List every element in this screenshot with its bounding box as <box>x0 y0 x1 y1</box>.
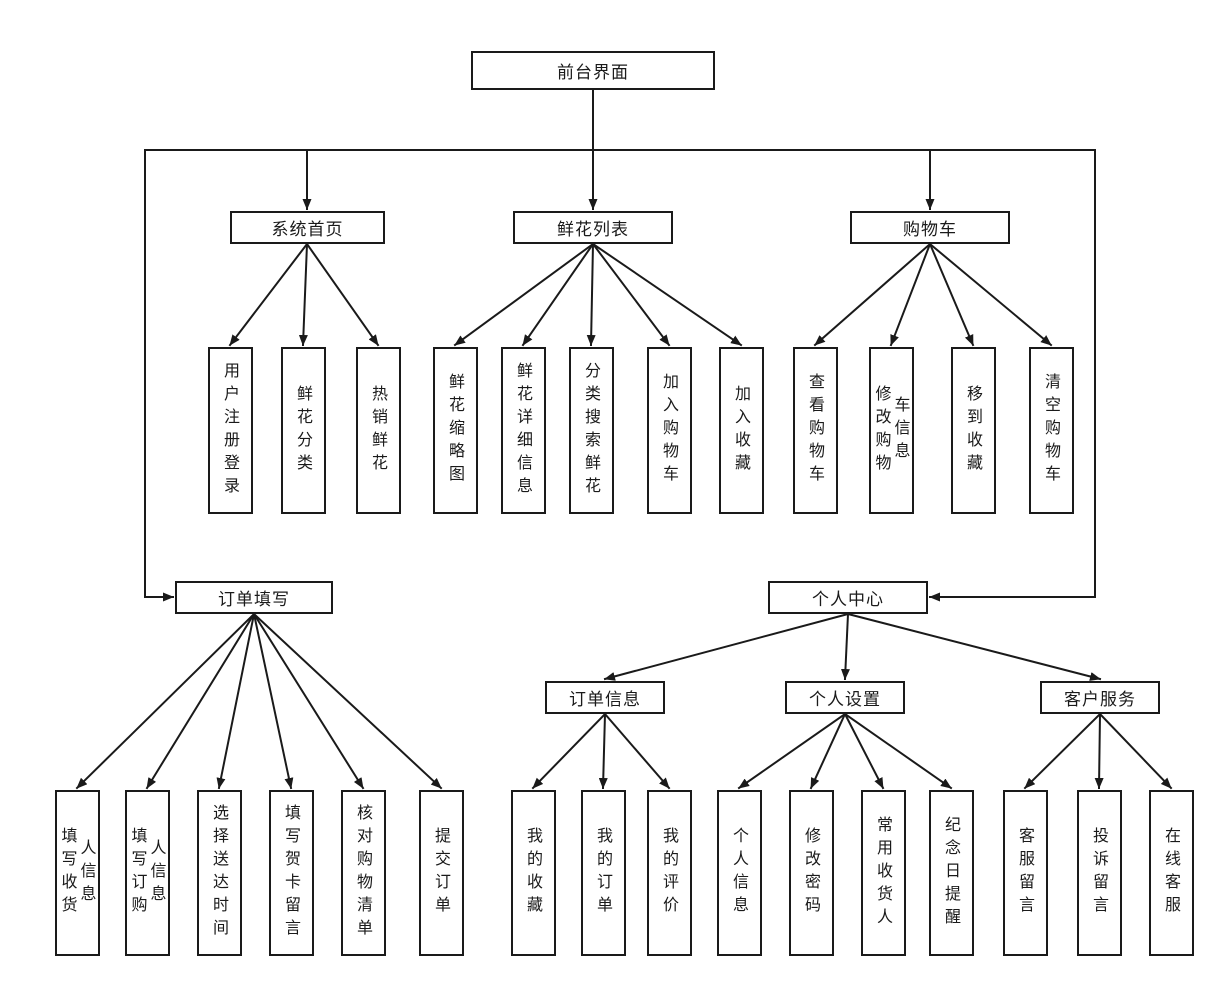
edges-trunk <box>144 89 1096 602</box>
node-change-password-label: 修改密码 <box>802 827 821 919</box>
node-frequent-recipients: 常用收货人 <box>861 790 906 956</box>
node-change-password: 修改密码 <box>789 790 834 956</box>
node-online-service: 在线客服 <box>1149 790 1194 956</box>
node-online-service-label: 在线客服 <box>1162 827 1181 919</box>
node-my-reviews: 我的评价 <box>647 790 692 956</box>
node-add-to-cart: 加入购物车 <box>647 347 692 514</box>
node-user-register-login: 用户注册登录 <box>208 347 253 514</box>
node-add-to-favorites: 加入收藏 <box>719 347 764 514</box>
node-customer-service: 客户服务 <box>1040 681 1160 714</box>
node-my-favorites-label: 我的收藏 <box>524 827 543 919</box>
node-complaint-message: 投诉留言 <box>1077 790 1122 956</box>
node-check-shopping-list-label: 核对购物清单 <box>354 804 373 942</box>
node-category-search-flowers-label: 分类搜索鲜花 <box>582 361 601 500</box>
node-my-orders-label: 我的订单 <box>594 827 613 919</box>
node-personal-info: 个人信息 <box>717 790 762 956</box>
node-orderer-info-label: 填写订购人信息 <box>128 827 167 919</box>
node-orderer-info: 填写订购人信息 <box>125 790 170 956</box>
node-flower-thumbnail: 鲜花缩略图 <box>433 347 478 514</box>
node-recipient-info: 填写收货人信息 <box>55 790 100 956</box>
node-flower-thumbnail-label: 鲜花缩略图 <box>446 373 465 488</box>
node-service-message-label: 客服留言 <box>1016 827 1035 919</box>
node-clear-cart-label: 清空购物车 <box>1042 373 1061 488</box>
edges-order-info <box>531 712 671 790</box>
node-personal-center: 个人中心 <box>768 581 928 614</box>
node-submit-order-label: 提交订单 <box>432 827 451 919</box>
node-submit-order: 提交订单 <box>419 790 464 956</box>
node-flower-category-label: 鲜花分类 <box>294 384 313 477</box>
node-frontend-ui: 前台界面 <box>471 51 715 90</box>
node-anniversary-reminder: 纪念日提醒 <box>929 790 974 956</box>
node-personal-info-label: 个人信息 <box>730 827 749 919</box>
edges-home <box>228 242 380 347</box>
node-recipient-info-label: 填写收货人信息 <box>58 827 97 919</box>
node-complaint-message-label: 投诉留言 <box>1090 827 1109 919</box>
node-move-to-favorites-label: 移到收藏 <box>964 384 983 477</box>
node-flower-list: 鲜花列表 <box>513 211 673 244</box>
node-category-search-flowers: 分类搜索鲜花 <box>569 347 614 514</box>
edges-cart <box>813 242 1053 347</box>
node-system-home: 系统首页 <box>230 211 385 244</box>
node-flower-category: 鲜花分类 <box>281 347 326 514</box>
node-my-favorites: 我的收藏 <box>511 790 556 956</box>
node-my-orders: 我的订单 <box>581 790 626 956</box>
node-delivery-time: 选择送达时间 <box>197 790 242 956</box>
node-add-to-favorites-label: 加入收藏 <box>732 384 751 477</box>
node-flower-detail-info: 鲜花详细信息 <box>501 347 546 514</box>
node-flower-detail-info-label: 鲜花详细信息 <box>514 361 533 500</box>
edges-flower-list <box>453 242 743 347</box>
node-order-info: 订单信息 <box>545 681 665 714</box>
node-view-cart: 查看购物车 <box>793 347 838 514</box>
node-check-shopping-list: 核对购物清单 <box>341 790 386 956</box>
node-hot-flowers: 热销鲜花 <box>356 347 401 514</box>
node-clear-cart: 清空购物车 <box>1029 347 1074 514</box>
node-add-to-cart-label: 加入购物车 <box>660 373 679 488</box>
node-frequent-recipients-label: 常用收货人 <box>874 815 893 931</box>
edges-order-form <box>75 612 443 790</box>
node-card-message-label: 填写贺卡留言 <box>282 804 301 942</box>
node-anniversary-reminder-label: 纪念日提醒 <box>942 815 961 931</box>
node-modify-cart-info: 修改购物车信息 <box>869 347 914 514</box>
node-hot-flowers-label: 热销鲜花 <box>369 384 388 477</box>
node-card-message: 填写贺卡留言 <box>269 790 314 956</box>
node-order-form: 订单填写 <box>175 581 333 614</box>
edges-personal-settings <box>737 712 953 790</box>
node-personal-settings: 个人设置 <box>785 681 905 714</box>
edges-customer-service <box>1023 712 1173 790</box>
node-service-message: 客服留言 <box>1003 790 1048 956</box>
node-move-to-favorites: 移到收藏 <box>951 347 996 514</box>
node-user-register-login-label: 用户注册登录 <box>221 361 240 500</box>
node-shopping-cart: 购物车 <box>850 211 1010 244</box>
edges-personal-center <box>603 612 1102 681</box>
node-my-reviews-label: 我的评价 <box>660 827 679 919</box>
node-modify-cart-info-label: 修改购物车信息 <box>872 384 911 477</box>
node-delivery-time-label: 选择送达时间 <box>210 804 229 942</box>
node-view-cart-label: 查看购物车 <box>806 373 825 488</box>
